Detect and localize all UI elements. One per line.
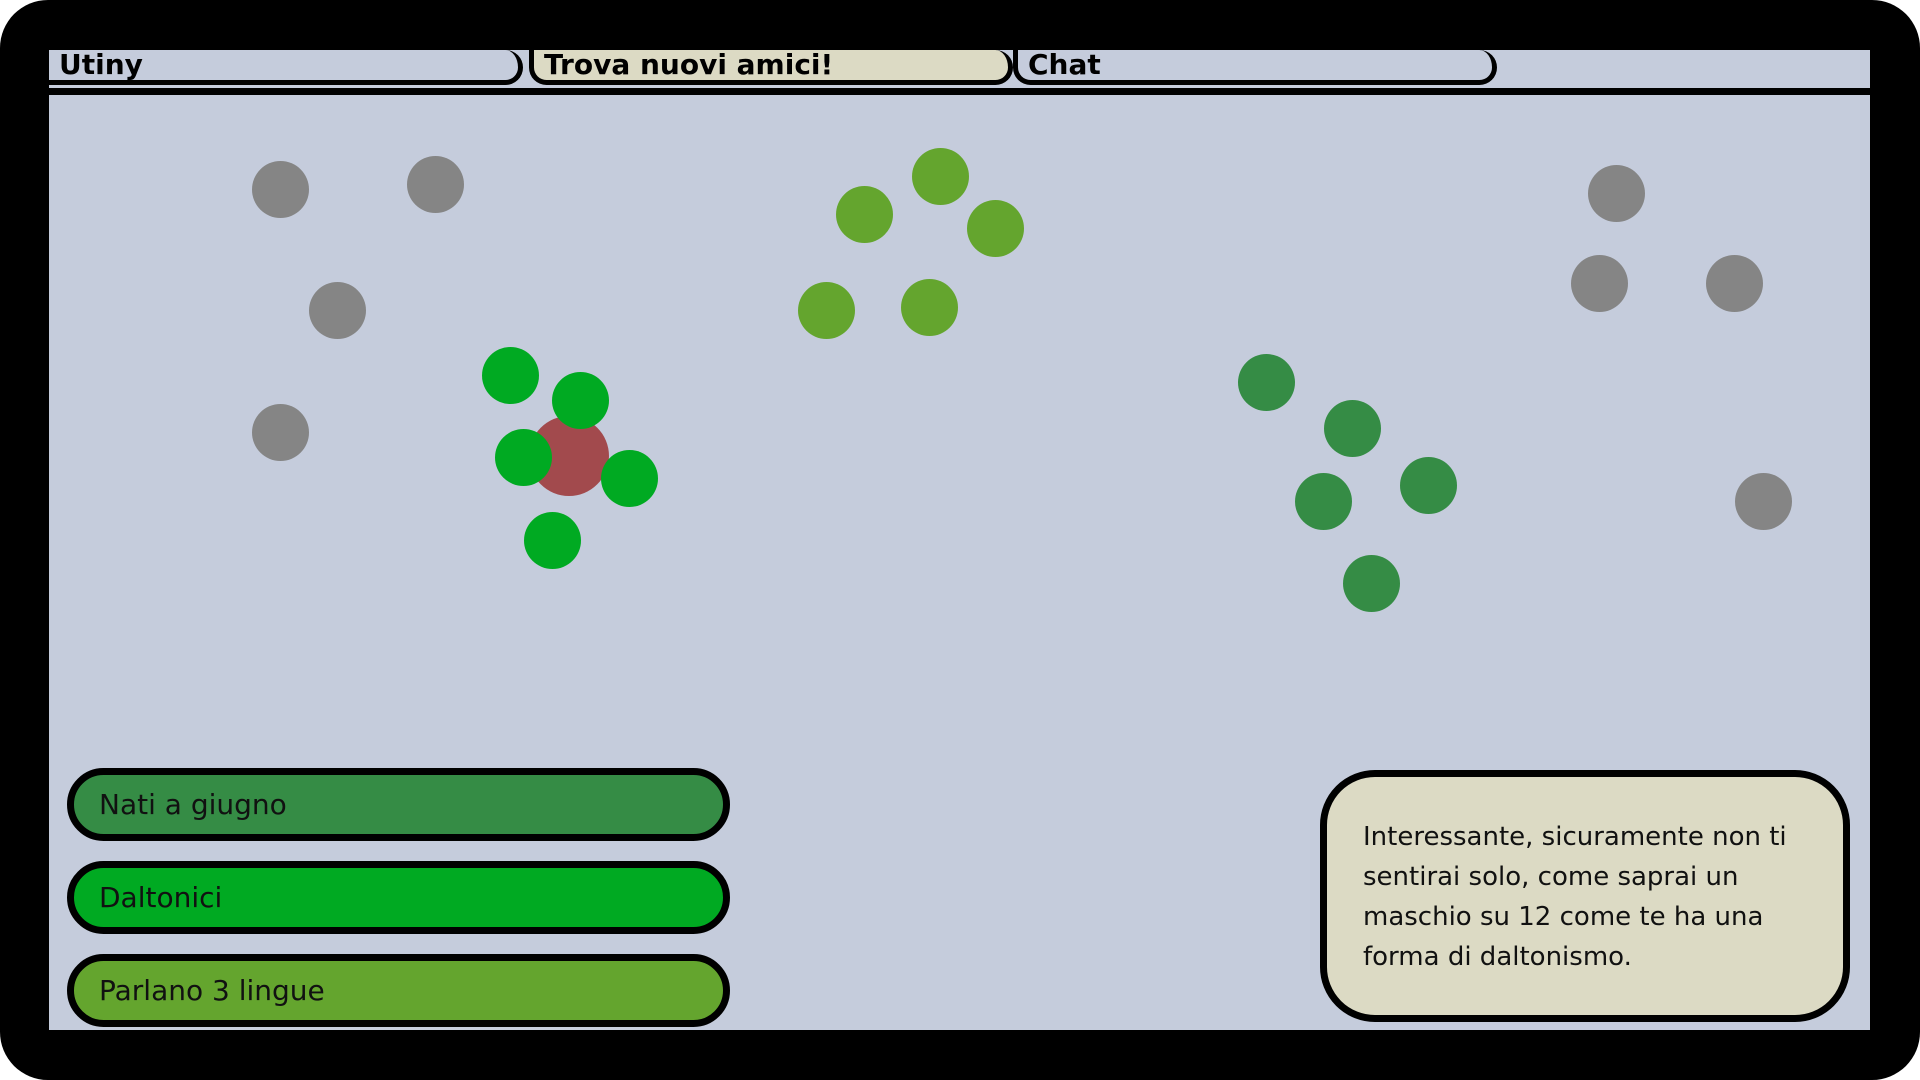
- user-node-gray[interactable]: [407, 156, 464, 213]
- tab-bar: Utiny Trova nuovi amici! Chat: [49, 50, 1870, 95]
- info-message-text: Interessante, sicuramente non ti sentira…: [1363, 822, 1787, 972]
- filter-nati-a-giugno[interactable]: Nati a giugno: [67, 768, 730, 841]
- user-node-colorblind[interactable]: [495, 429, 552, 486]
- tab-bar-divider: [49, 88, 1870, 95]
- user-node-colorblind[interactable]: [524, 512, 581, 569]
- user-node-june[interactable]: [1324, 400, 1381, 457]
- user-node-colorblind[interactable]: [601, 450, 658, 507]
- user-node-gray[interactable]: [1588, 165, 1645, 222]
- filter-list: Nati a giugno Daltonici Parlano 3 lingue: [67, 768, 730, 1047]
- user-node-gray[interactable]: [252, 404, 309, 461]
- app-screen: Utiny Trova nuovi amici! Chat: [49, 50, 1870, 1030]
- user-node-june[interactable]: [1343, 555, 1400, 612]
- user-node-languages[interactable]: [836, 186, 893, 243]
- user-node-june[interactable]: [1400, 457, 1457, 514]
- user-node-gray[interactable]: [252, 161, 309, 218]
- filter-daltonici[interactable]: Daltonici: [67, 861, 730, 934]
- tab-chat[interactable]: Chat: [1013, 50, 1497, 85]
- user-node-languages[interactable]: [901, 279, 958, 336]
- user-node-gray[interactable]: [309, 282, 366, 339]
- user-node-languages[interactable]: [912, 148, 969, 205]
- friends-map: [49, 95, 1870, 1030]
- user-node-colorblind[interactable]: [482, 347, 539, 404]
- user-node-languages[interactable]: [798, 282, 855, 339]
- user-node-gray[interactable]: [1735, 473, 1792, 530]
- user-node-colorblind[interactable]: [552, 372, 609, 429]
- user-node-june[interactable]: [1238, 354, 1295, 411]
- user-node-june[interactable]: [1295, 473, 1352, 530]
- user-node-gray[interactable]: [1571, 255, 1628, 312]
- user-node-languages[interactable]: [967, 200, 1024, 257]
- filter-parlano-3-lingue[interactable]: Parlano 3 lingue: [67, 954, 730, 1027]
- info-message-box: Interessante, sicuramente non ti sentira…: [1320, 770, 1850, 1022]
- tab-utiny[interactable]: Utiny: [49, 50, 523, 85]
- user-node-gray[interactable]: [1706, 255, 1763, 312]
- tab-trova-nuovi-amici[interactable]: Trova nuovi amici!: [529, 50, 1013, 85]
